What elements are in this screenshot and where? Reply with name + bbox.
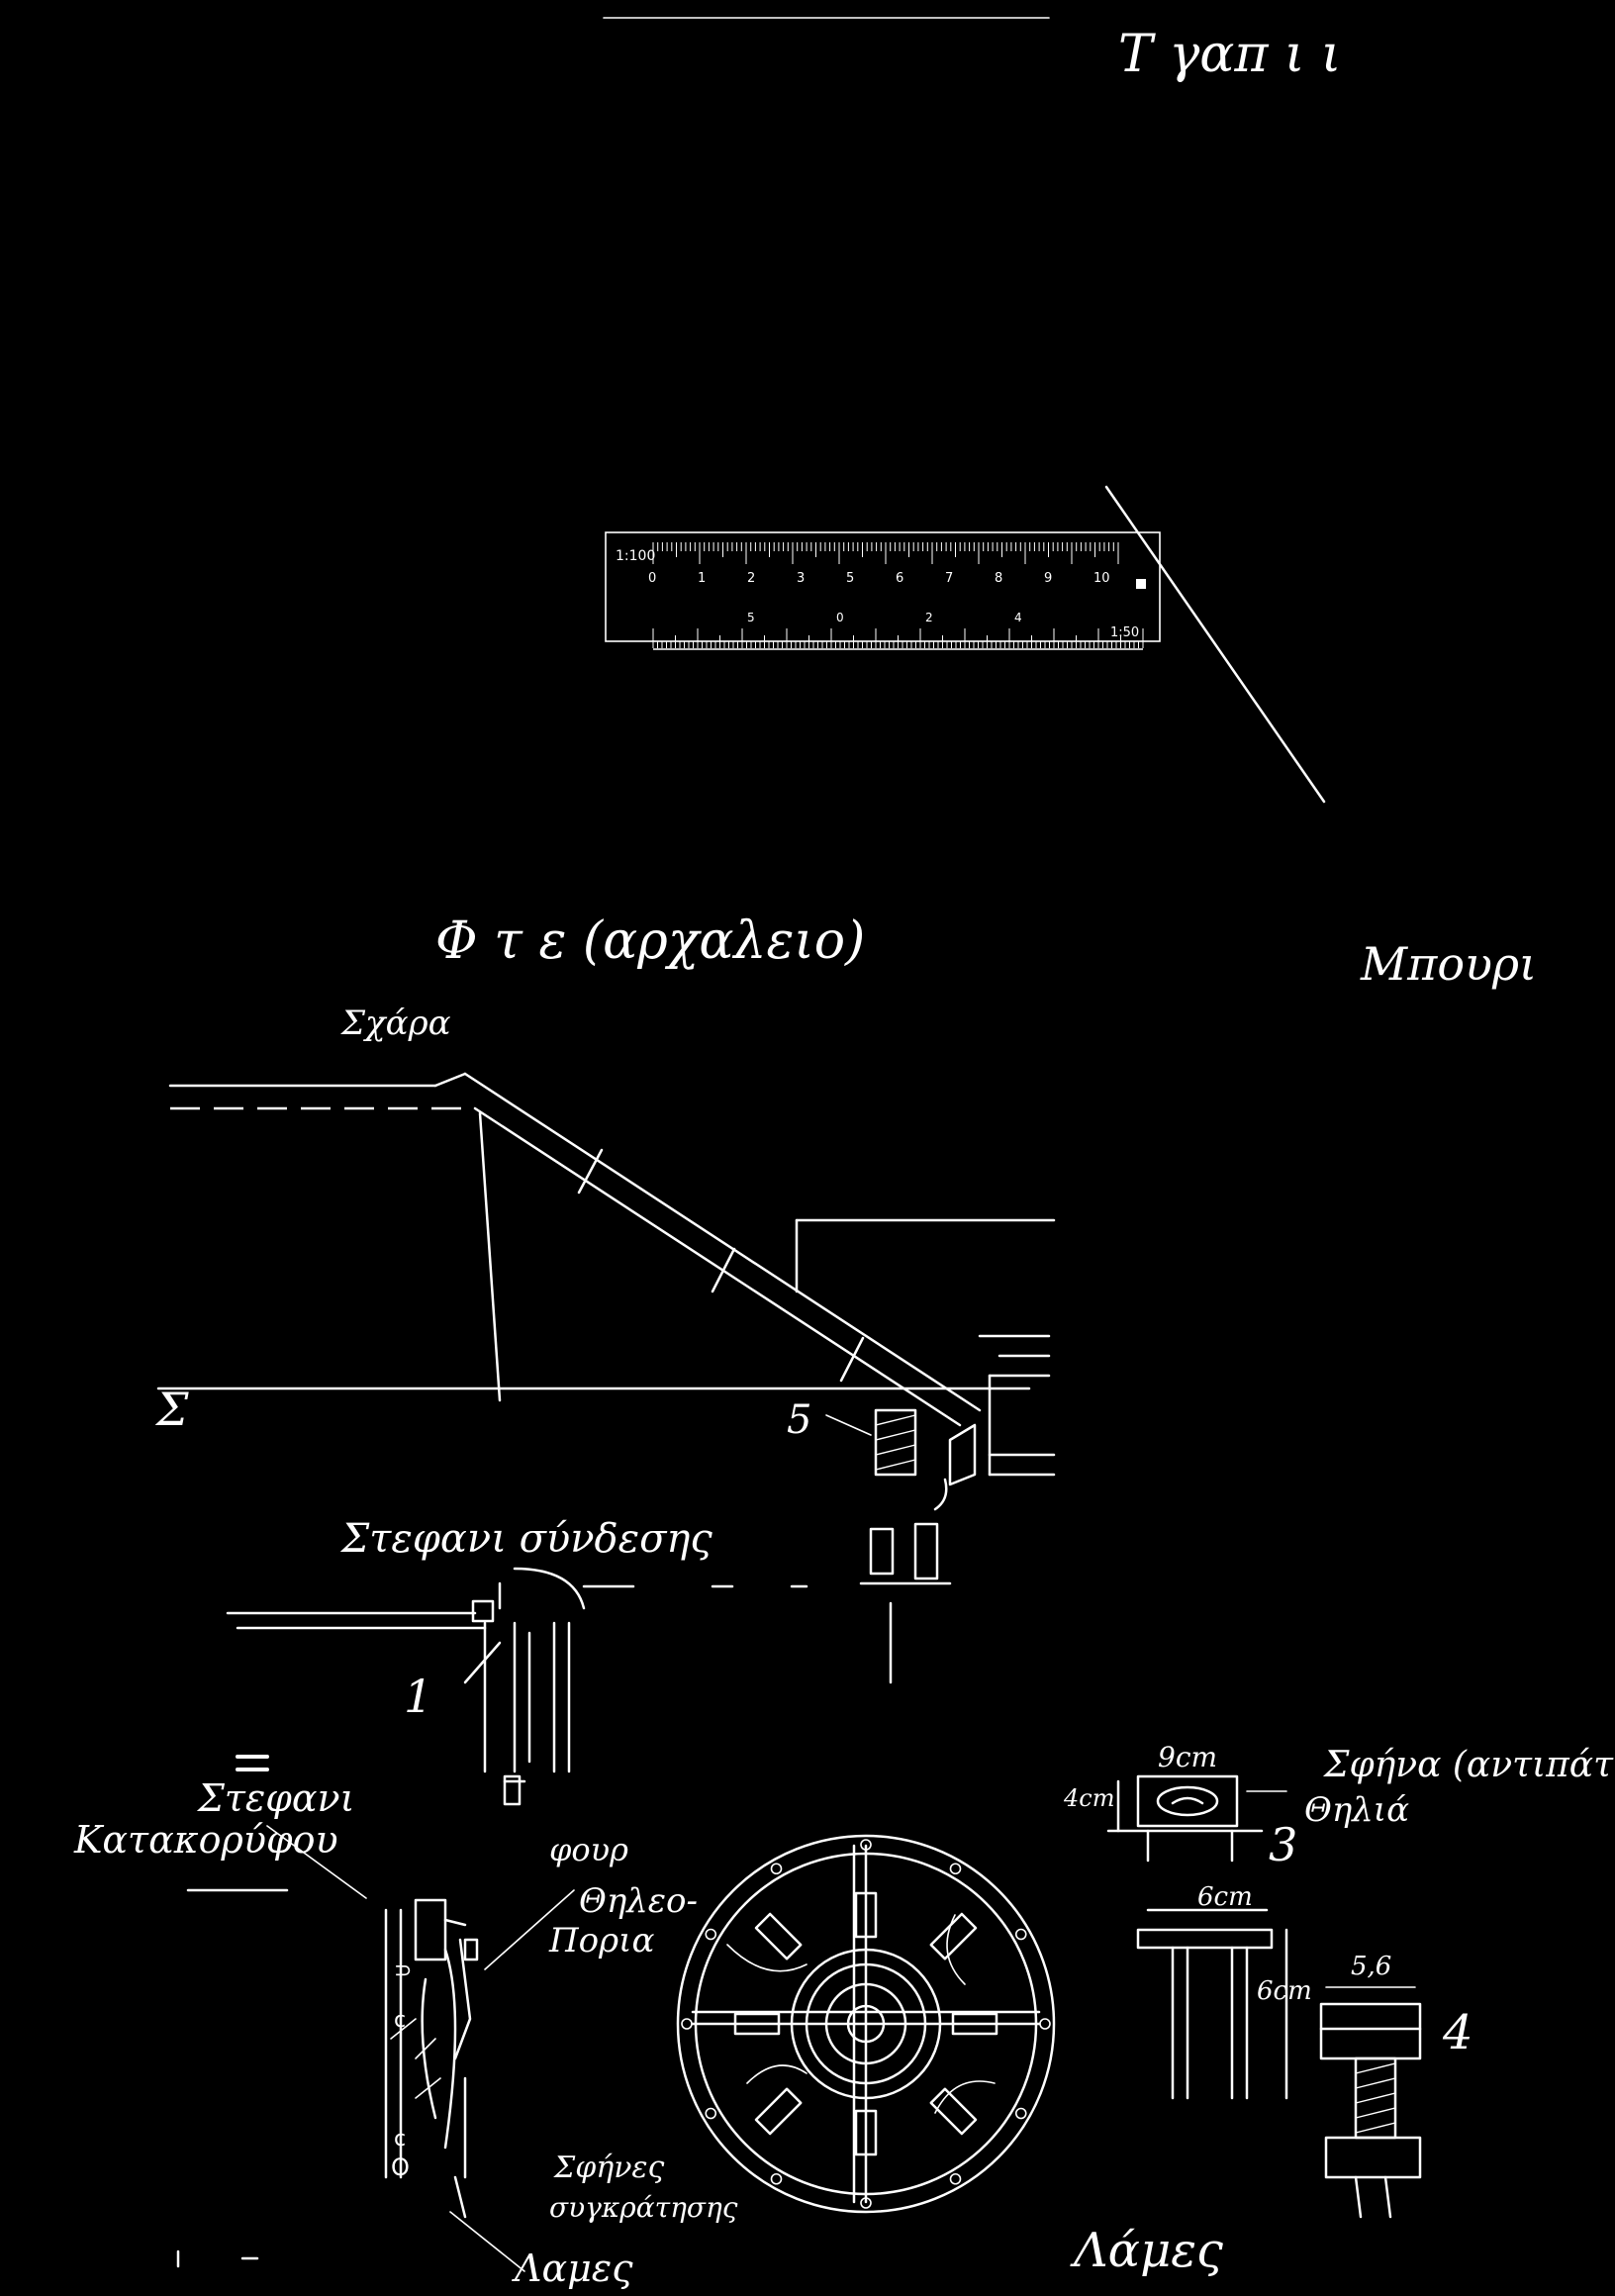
- ruler-ticks-top: [652, 542, 1119, 564]
- circular-plate-drawing: [676, 1834, 1056, 2214]
- bolt-hole: [705, 1928, 717, 1941]
- svg-text:c: c: [394, 2008, 406, 2033]
- svg-text:O: O: [391, 2153, 410, 2181]
- label-floor: Σ: [154, 1383, 189, 1436]
- label-wedge-sub: Θηλιά: [1304, 1790, 1409, 1830]
- label-blades-detail: Λάμες: [1070, 2223, 1223, 2278]
- bolt-hole: [949, 1863, 962, 1875]
- bolt-hole: [1039, 2018, 1051, 2030]
- label-item-1: 1: [404, 1670, 432, 1723]
- plate-clamp: [854, 1891, 878, 1939]
- bolt-hole: [705, 2107, 717, 2120]
- label-oven: φουρ: [549, 1831, 628, 1868]
- label-item-4: 4: [1442, 2005, 1473, 2060]
- ruler-number: 7: [945, 571, 953, 586]
- scale-ruler: 1:100 0 1 2 3 5 6 7 8 9 10 1:50 5 0 2 4: [605, 531, 1161, 650]
- ruler-numbers-bottom: 5 0 2 4: [747, 611, 1022, 624]
- upper-section-drawing: Σχάρα Σ 5: [154, 1004, 1056, 1511]
- ruler-number: 9: [1044, 571, 1052, 586]
- label-dim-6cm-side: 6cm: [1257, 1976, 1312, 2006]
- plate-clamp: [754, 1912, 803, 1961]
- plate-clamp: [929, 1912, 978, 1961]
- label-oven-door: Θηλεο-: [579, 1881, 698, 1921]
- ruler-number: 4: [1014, 611, 1022, 624]
- label-dim-4cm: 4cm: [1063, 1784, 1114, 1812]
- label-ring-name-2: Κατακορύφου: [73, 1818, 338, 1862]
- ruler-number: 0: [836, 611, 844, 624]
- lower-left-section: Στεφανι Κατακορύφου ⊃ c c O Λαμες φουρ Θ…: [73, 1755, 738, 2290]
- svg-text:c: c: [394, 2127, 406, 2152]
- bolt-hole: [681, 2018, 693, 2030]
- section-heading: Φ τ ε (αρχαλειο): [435, 911, 865, 971]
- ruler-number: 0: [648, 571, 656, 586]
- ruler-number: 5: [846, 571, 854, 586]
- ruler-number: 10: [1093, 571, 1110, 586]
- plate-bolts: [681, 1839, 1051, 2209]
- label-dim-9cm: 9cm: [1158, 1741, 1217, 1773]
- plate-clamp: [733, 2012, 781, 2036]
- ruler-numbers-top: 0 1 2 3 5 6 7 8 9 10: [648, 571, 1110, 586]
- plate-clamp: [951, 2012, 998, 2036]
- side-note: Μπουρι: [1360, 937, 1537, 991]
- ruler-number: 1: [698, 571, 706, 586]
- blade-detail: 6cm 6cm 5,6 4 Λάμες: [1070, 1882, 1473, 2278]
- svg-text:⊃: ⊃: [394, 1959, 412, 1983]
- plate-clamp: [929, 2087, 978, 2136]
- label-blades-bottom: Λαμες: [512, 2247, 633, 2290]
- ruler-number: 2: [925, 611, 933, 624]
- plate-clamp: [854, 2109, 878, 2156]
- label-item-5: 5: [787, 1397, 811, 1443]
- bolt-hole: [1014, 1928, 1027, 1941]
- label-dim-56: 5,6: [1351, 1952, 1391, 1981]
- plate-clamp: [754, 2087, 803, 2136]
- connection-ring-drawing: Στεφανι σύνδεσης 1: [226, 1516, 952, 1806]
- bolt-hole: [770, 2172, 783, 2185]
- label-ring-name: Στεφανι: [196, 1776, 355, 1820]
- label-fastener: Σφήνες: [553, 2151, 665, 2185]
- bolt-hole: [770, 1863, 783, 1875]
- bolt-hole: [1014, 2107, 1027, 2120]
- ruler-number: 2: [747, 571, 755, 586]
- ruler-number: 6: [896, 571, 903, 586]
- ruler-number: 8: [995, 571, 1002, 586]
- bolt-hole: [860, 2197, 872, 2209]
- label-connection-ring: Στεφανι σύνδεσης: [339, 1516, 712, 1562]
- ruler-ratio-bottom: 1:50: [1110, 625, 1139, 640]
- ruler-marker: [1136, 579, 1146, 589]
- label-fastener-2: συγκράτησης: [549, 2191, 738, 2224]
- title-fragment: Τ γαπ ι ι: [1118, 25, 1341, 84]
- bolt-hole: [949, 2172, 962, 2185]
- plate-clamps: [733, 1891, 998, 2156]
- ruler-number: 3: [797, 571, 805, 586]
- ruler-ticks-bottom: [652, 628, 1144, 650]
- label-item-3: 3: [1269, 1818, 1297, 1871]
- label-grate: Σχάρα: [339, 1004, 451, 1043]
- label-dim-6cm-top: 6cm: [1197, 1882, 1253, 1912]
- wedge-detail: 9cm 4cm 3 Σφήνα (αντιπάτη) Θηλιά: [1063, 1741, 1615, 1871]
- diagonal-pencil-line: [1104, 485, 1326, 804]
- label-oven-door-2: Πορια: [548, 1921, 654, 1961]
- ruler-ratio-top: 1:100: [616, 548, 655, 564]
- bolt-hole: [860, 1839, 872, 1851]
- ruler-number: 5: [747, 611, 755, 624]
- label-wedge-title: Σφήνα (αντιπάτη): [1322, 1745, 1615, 1785]
